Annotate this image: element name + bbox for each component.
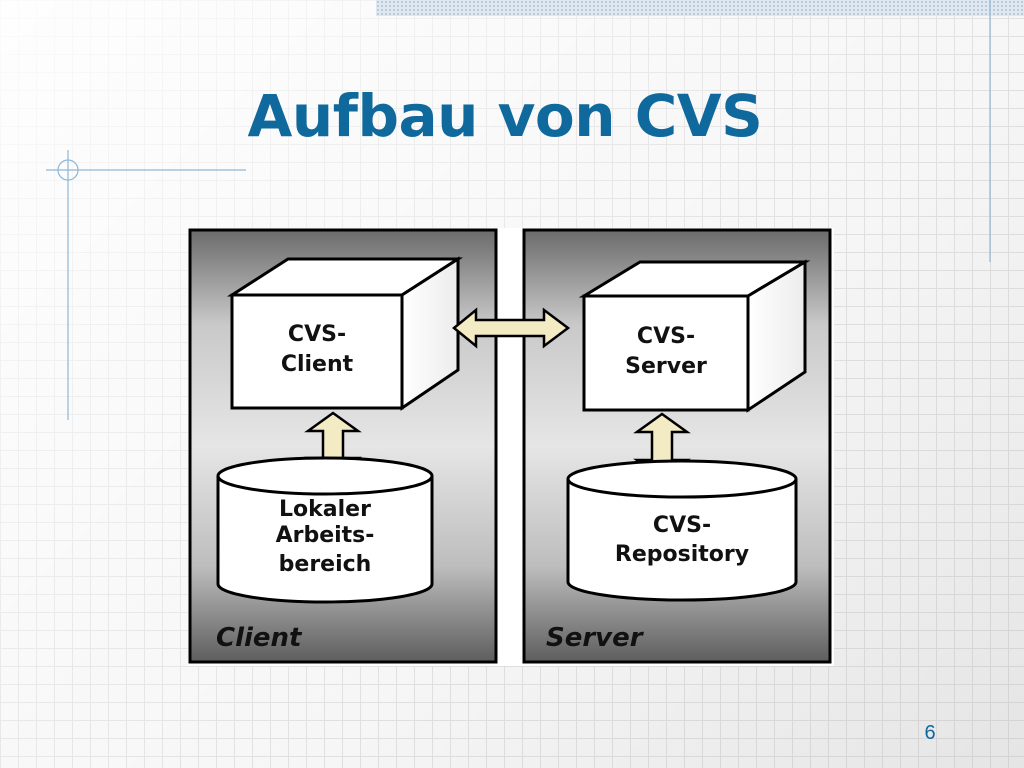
page-number: 6 bbox=[924, 722, 936, 744]
slide-title: Aufbau von CVS bbox=[247, 82, 763, 150]
server-panel: CVS- Server CVS- Repository Server bbox=[522, 228, 832, 664]
cvs-repository-cylinder: CVS- Repository bbox=[566, 459, 798, 602]
cvs-server-box: CVS- Server bbox=[578, 259, 811, 413]
local-workspace-label-line3: bereich bbox=[279, 552, 372, 577]
cvs-architecture-diagram: CVS- Client Lokaler Arbeits- bereich Cli… bbox=[188, 228, 834, 666]
cvs-repository-label-line1: CVS- bbox=[653, 513, 711, 538]
local-workspace-label-line2: Arbeits- bbox=[276, 523, 375, 548]
cvs-client-box: CVS- Client bbox=[226, 256, 464, 411]
cvs-client-label-line1: CVS- bbox=[288, 322, 346, 347]
cvs-server-label-line1: CVS- bbox=[637, 324, 695, 349]
local-workspace-cylinder: Lokaler Arbeits- bereich bbox=[216, 456, 434, 604]
local-workspace-label-line1: Lokaler bbox=[279, 497, 371, 522]
top-decorative-band bbox=[376, 0, 1024, 16]
deco-circle bbox=[57, 159, 79, 181]
cvs-client-label-line2: Client bbox=[281, 352, 354, 377]
cvs-repository-label-line2: Repository bbox=[615, 542, 749, 567]
client-panel-label: Client bbox=[216, 623, 303, 653]
client-panel: CVS- Client Lokaler Arbeits- bereich Cli… bbox=[188, 228, 498, 664]
server-panel-label: Server bbox=[546, 623, 645, 653]
client-server-double-arrow bbox=[452, 307, 571, 349]
cvs-server-label-line2: Server bbox=[625, 354, 707, 379]
